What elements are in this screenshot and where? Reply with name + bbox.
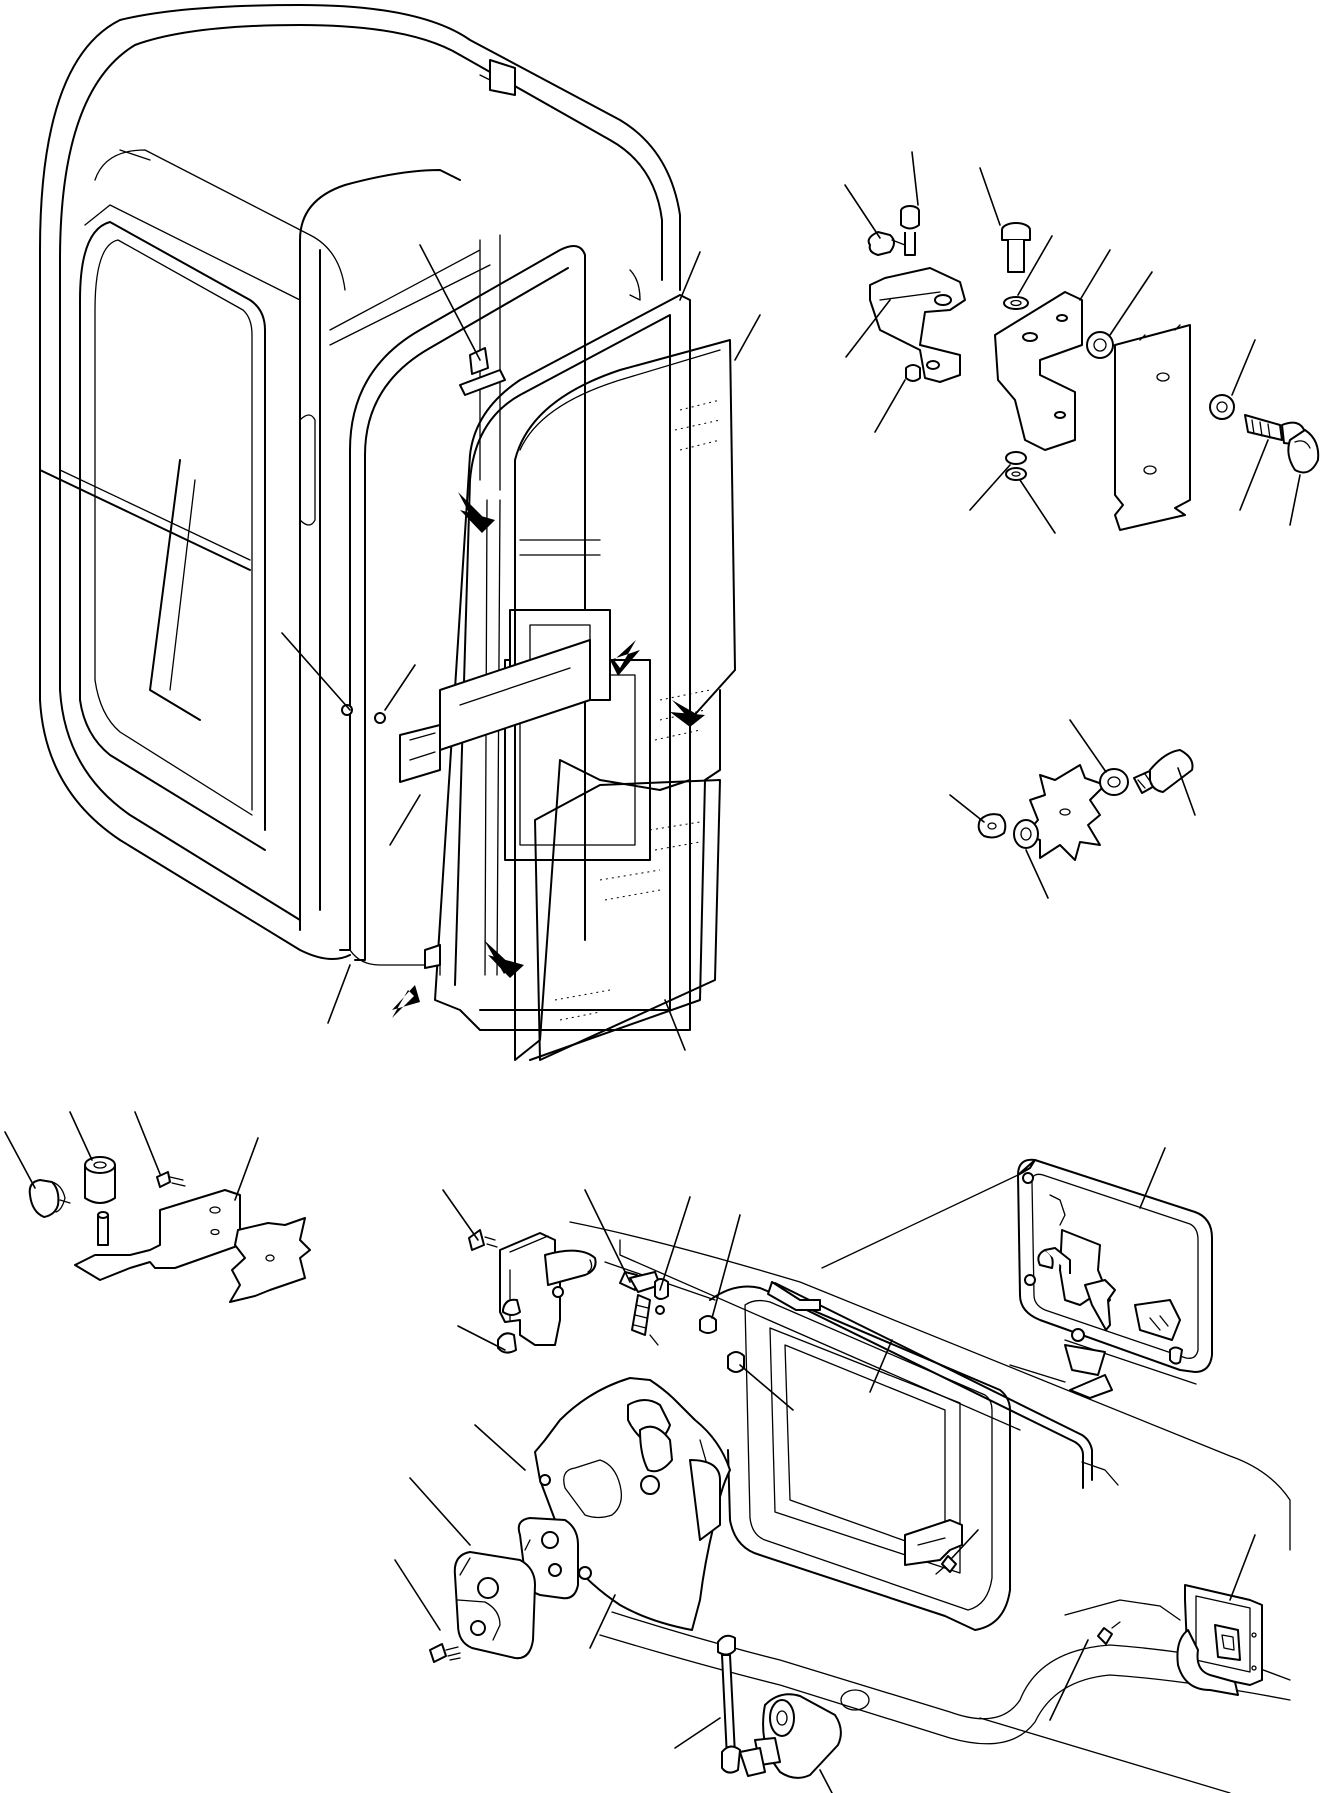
arrow-icon <box>484 940 524 978</box>
leader-lines-lock <box>394 1147 1256 1793</box>
cab-assembly <box>39 4 681 960</box>
arrow-icon <box>610 640 640 676</box>
leader-lines-stopper <box>949 719 1196 899</box>
arrow-icon <box>670 700 705 727</box>
washer <box>374 712 386 724</box>
door-catch-detail <box>28 1156 311 1303</box>
door-lock-mechanism-detail <box>429 1158 1291 1793</box>
door-outer-panel <box>514 339 736 1061</box>
door-hinge-detail <box>867 205 1320 531</box>
arrow-icon <box>392 985 420 1018</box>
leader-lines-cab <box>281 244 761 1051</box>
bolt <box>341 704 353 716</box>
door-stopper-detail <box>977 749 1194 861</box>
cab-shell-outline <box>39 4 681 701</box>
leader-lines-catch <box>4 1111 259 1201</box>
door-frame-seal <box>339 245 586 976</box>
cab-interior-handle <box>341 347 591 969</box>
arrow-icon <box>458 492 495 533</box>
leader-lines-hinge <box>844 151 1301 534</box>
cab-front-window <box>79 221 266 831</box>
direction-arrows <box>392 492 705 1018</box>
